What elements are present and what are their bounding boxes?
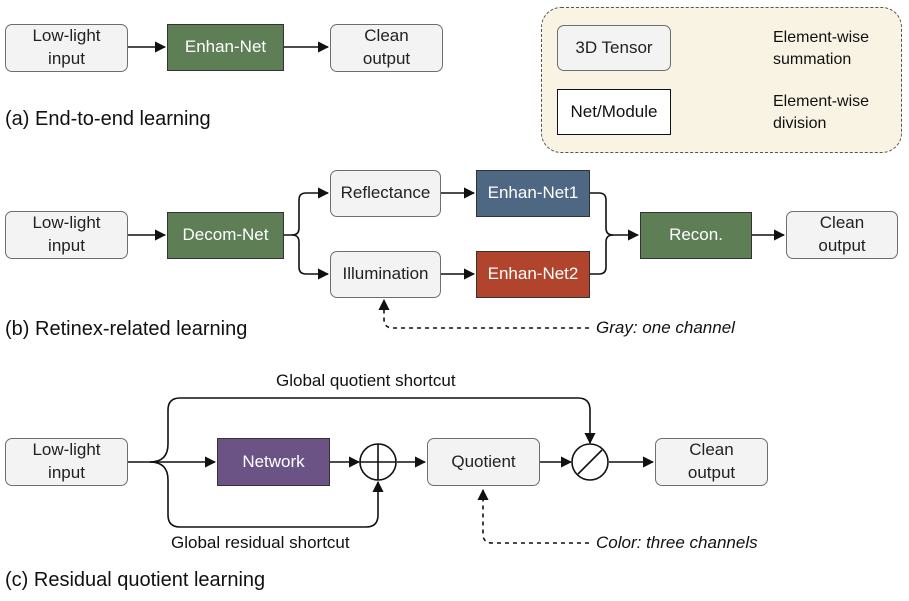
arrow-icon (378, 298, 589, 329)
c-input-box: Low-light input (5, 438, 128, 486)
caption-a: (a) End-to-end learning (5, 108, 211, 130)
slash-circle-icon (571, 443, 609, 481)
c-quotient-shortcut-label: Global quotient shortcut (276, 371, 456, 390)
c-output-box: Clean output (655, 438, 768, 486)
b-decom-net-box: Decom-Net (167, 212, 284, 259)
arrow-icon (291, 234, 330, 280)
arrow-icon (149, 397, 596, 463)
b-illumination-box: Illumination (330, 251, 441, 298)
a-enhan-net-box: Enhan-Net (167, 24, 284, 71)
plus-circle-icon (359, 443, 397, 481)
a-input-box: Low-light input (5, 24, 128, 72)
c-quotient-box: Quotient (427, 438, 540, 486)
b-output-box: Clean output (786, 211, 898, 259)
arrow-icon (590, 234, 614, 275)
b-enhan-net2-box: Enhan-Net2 (476, 251, 590, 298)
arrow-icon (590, 192, 640, 241)
a-output-box: Clean output (330, 24, 443, 72)
legend-module-box: Net/Module (557, 89, 671, 135)
b-gray-note: Gray: one channel (596, 318, 735, 337)
arrow-icon (149, 461, 384, 528)
caption-c: (c) Residual quotient learning (5, 569, 266, 591)
b-recon-box: Recon. (640, 212, 752, 259)
b-input-box: Low-light input (5, 211, 128, 259)
legend-div-label: Element-wise division (773, 93, 870, 133)
c-residual-shortcut-label: Global residual shortcut (171, 533, 350, 552)
arrow-icon (477, 488, 589, 544)
legend-tensor-box: 3D Tensor (557, 25, 671, 71)
legend-sum-label: Element-wise summation (773, 29, 870, 69)
c-color-note: Color: three channels (596, 533, 758, 552)
arrow-icon (284, 187, 330, 236)
c-network-box: Network (217, 438, 330, 486)
caption-b: (b) Retinex-related learning (5, 318, 248, 340)
b-reflectance-box: Reflectance (330, 170, 441, 217)
b-enhan-net1-box: Enhan-Net1 (476, 170, 590, 217)
